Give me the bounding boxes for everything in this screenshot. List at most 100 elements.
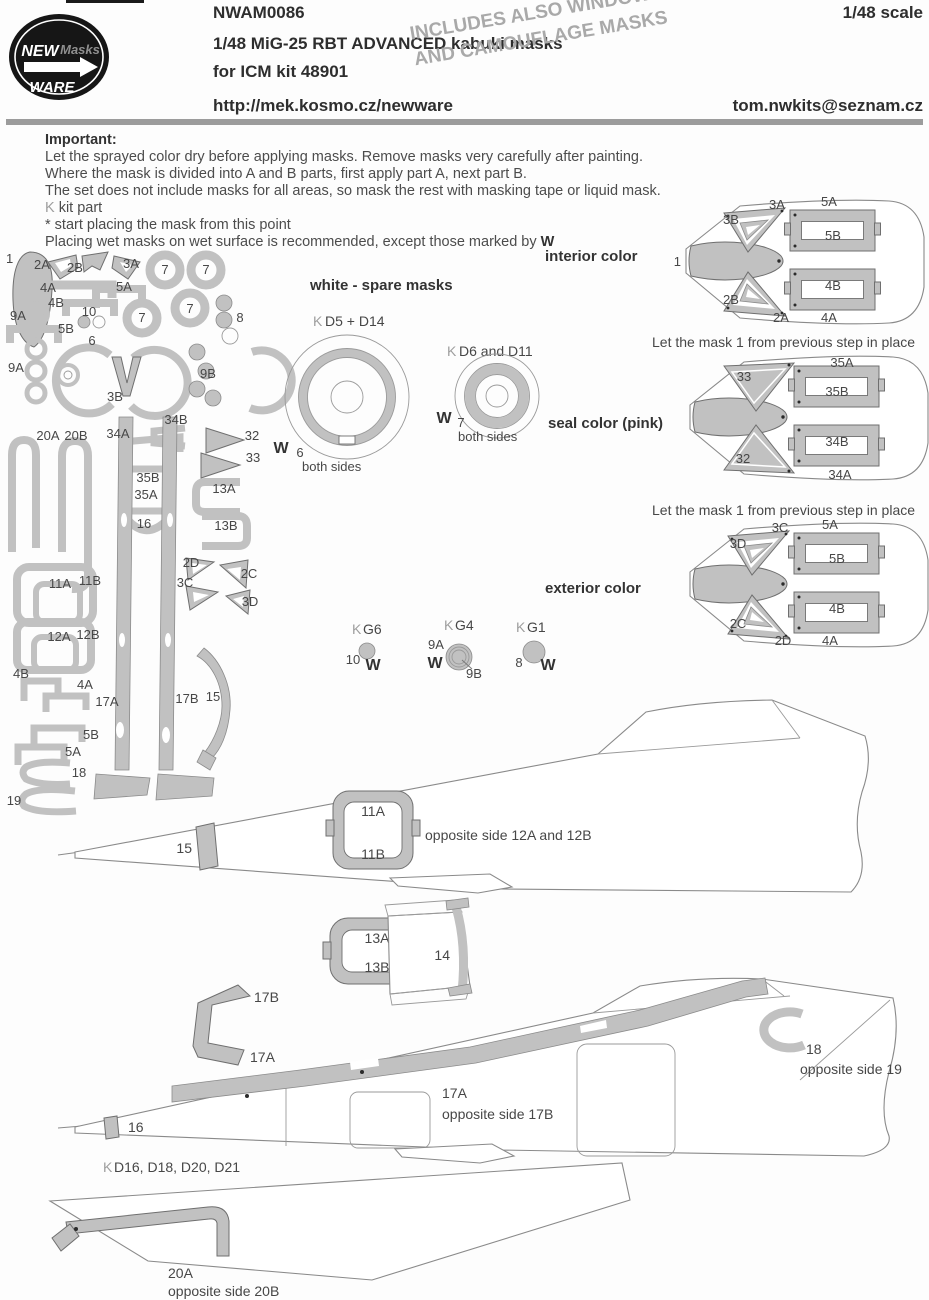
sheet-label: 3A — [123, 256, 139, 271]
sheet-label: 13A — [212, 481, 235, 496]
website-url: http://mek.kosmo.cz/newware — [213, 96, 453, 115]
kit-part-k: K — [447, 343, 457, 359]
sheet-label: 11B — [79, 573, 101, 588]
sheet-label: 33 — [246, 450, 260, 465]
mask-20a-label: 20A — [168, 1265, 194, 1281]
kg6-label: G6 — [363, 621, 382, 637]
kit-part-symbol: K — [45, 200, 55, 216]
wing-kit-parts: D16, D18, D20, D21 — [114, 1159, 240, 1175]
logo-word-ware: WARE — [30, 79, 76, 96]
instruction-line-2: Where the mask is divided into A and B p… — [45, 166, 527, 182]
sheet-label: 4A — [40, 280, 56, 295]
diagram-label: 4B — [825, 278, 841, 293]
step-label-interior: interior color — [545, 248, 638, 265]
scan-artifact — [66, 0, 144, 3]
star-symbol: * — [45, 217, 51, 233]
stripe-17a-label: 17A — [442, 1085, 468, 1101]
w-symbol: W — [273, 440, 289, 457]
sheet-label: 13B — [214, 518, 237, 533]
kit-part-k: K — [352, 621, 362, 637]
canopy-diagram-interior: interior color 1 3B 3A 5A 5B 4B 2B 2A 4A — [545, 194, 925, 325]
w-symbol: W — [540, 657, 556, 674]
wing-diagram: K D16, D18, D20, D21 20A opposite side 2… — [48, 1159, 631, 1299]
sheet-label: 3C — [177, 575, 194, 590]
kit-part-k: K — [103, 1159, 113, 1175]
sheet-label: 7 — [138, 310, 145, 325]
w-symbol: W — [427, 655, 443, 672]
diagram-label: 5A — [821, 194, 837, 209]
diagram-label: 4A — [822, 633, 838, 648]
instruction-line-3: The set does not include masks for all a… — [45, 183, 661, 199]
mask-17b-label: 17B — [254, 989, 279, 1005]
sheet-label: 7 — [186, 301, 193, 316]
contact-email: tom.nwkits@seznam.cz — [732, 96, 923, 115]
spare-small-label: D6 and D11 — [459, 343, 533, 359]
sheet-label: 4A — [77, 677, 93, 692]
sheet-label: 12B — [76, 627, 99, 642]
mask-sheet: 1 2A 2B 3A 7 7 4A 5A 4B 10 7 7 8 9A 5B 6… — [6, 250, 296, 816]
sheet-label: 20A — [36, 428, 59, 443]
band-15-label: 15 — [176, 840, 192, 856]
sheet-label: 7 — [202, 262, 209, 277]
sheet-label: 17A — [95, 694, 118, 709]
spare-big-note: both sides — [302, 459, 362, 474]
step-label-exterior: exterior color — [545, 580, 641, 597]
opposite-side-note: opposite side 20B — [168, 1283, 279, 1299]
spare-small-number: 7 — [457, 415, 464, 430]
diagram-label: 5B — [829, 551, 845, 566]
kit-part-k: K — [444, 617, 454, 633]
mask-14-label: 14 — [434, 947, 450, 963]
canopy-diagram-exterior: exterior color 3D 3C 5A 5B 4B 2C 2D 4A — [545, 517, 929, 648]
star-text: start placing the mask from this point — [50, 217, 291, 233]
spare-heading: white - spare masks — [309, 277, 453, 294]
sheet-label: 5B — [58, 321, 74, 336]
kit-glass-masks: K G6 10 W K G4 9A W 9B K G1 8 W — [346, 617, 557, 681]
aircraft-profile-2: 16 18 opposite side 19 17A opposite side… — [57, 977, 902, 1164]
spare-small-note: both sides — [458, 429, 518, 444]
diagram-label: 2A — [773, 310, 789, 325]
diagram-label: 3B — [723, 212, 739, 227]
sheet-label: 11A — [49, 576, 71, 591]
sheet-label: 19 — [7, 793, 21, 808]
sheet-label: 4B — [13, 666, 29, 681]
diagram-label: 3C — [772, 520, 789, 535]
sheet-label: 5B — [83, 727, 99, 742]
diagram-label: 32 — [736, 451, 750, 466]
sheet-label: 8 — [236, 310, 243, 325]
band-16-label: 16 — [128, 1119, 144, 1135]
sheet-label: 3B — [107, 389, 123, 404]
diagram-label: 2C — [730, 616, 747, 631]
kit-part-k: K — [313, 313, 323, 329]
canopy-diagram-seal: seal color (pink) 33 35A 35B 34B 32 34A — [548, 355, 929, 482]
product-title: 1/48 MiG-25 RBT ADVANCED kabuki masks — [213, 34, 563, 53]
sheet-label: 2D — [183, 555, 200, 570]
w-symbol: W — [365, 657, 381, 674]
sheet-label: 35A — [134, 487, 157, 502]
diagram-label: 4A — [821, 310, 837, 325]
sheet-label: 9A — [10, 308, 26, 323]
step-label-seal: seal color (pink) — [548, 415, 663, 432]
product-code: NWAM0086 — [213, 3, 305, 22]
sheet-label: 16 — [137, 516, 151, 531]
kg4-b: 9B — [466, 666, 482, 681]
mask-11a-label: 11A — [361, 803, 386, 819]
opposite-side-note: opposite side 19 — [800, 1061, 902, 1077]
newware-logo: NEW Masks WARE — [9, 14, 109, 100]
sheet-label: 6 — [88, 333, 95, 348]
important-heading: Important: — [45, 132, 117, 148]
w-symbol: W — [540, 234, 555, 250]
sheet-label: 7 — [161, 262, 168, 277]
diagram-label: 35A — [830, 355, 853, 370]
kg6-number: 10 — [346, 652, 360, 667]
sheet-label: 2B — [67, 260, 83, 275]
mask-13b-label: 13B — [365, 959, 390, 975]
diagram-label: 35B — [825, 384, 848, 399]
kg4-a: 9A — [428, 637, 444, 652]
w-symbol: W — [436, 410, 452, 427]
mid-pieces: 13A 13B 14 17B 17A — [192, 897, 473, 1066]
diagram-label: 3D — [730, 536, 747, 551]
spare-big-number: 6 — [296, 445, 303, 460]
diagram-label: 5A — [822, 517, 838, 532]
opposite-side-note: opposite side 17B — [442, 1106, 553, 1122]
